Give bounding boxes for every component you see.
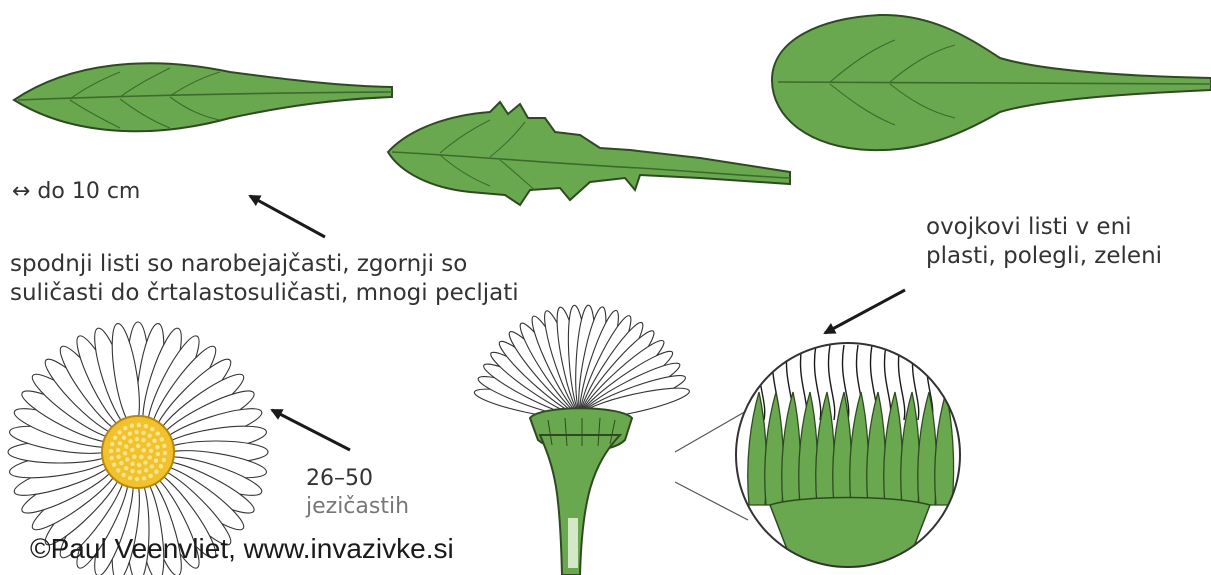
arrow-icon: [825, 290, 905, 333]
floret-dot: [124, 466, 128, 470]
floret-dot: [119, 461, 123, 465]
arrow-icon: [250, 196, 325, 237]
floret-dot: [116, 448, 120, 452]
leaf-obovate: [772, 15, 1211, 150]
bracts-description: ovojkovi listi v eni plasti, polegli, ze…: [926, 213, 1162, 271]
floret-dot: [124, 444, 128, 448]
leaves-description-line2: suličasti do črtalastosuličasti, mnogi p…: [10, 279, 519, 308]
floret-dot: [135, 437, 139, 441]
floret-dot: [125, 457, 129, 461]
floret-dot: [113, 435, 117, 439]
ray-count-line2: jezičastih: [306, 493, 409, 521]
size-note: ↔ do 10 cm: [12, 178, 140, 206]
floret-dot: [130, 462, 134, 466]
floret-dot: [121, 473, 125, 477]
floret-dot: [128, 476, 132, 480]
floret-dot: [155, 445, 159, 449]
floret-dot: [141, 438, 145, 442]
floret-dot: [137, 423, 141, 427]
floret-dot: [149, 449, 153, 453]
floret-dot: [135, 477, 139, 481]
floret-dot: [144, 424, 148, 428]
leaf-lanceolate: [14, 63, 392, 131]
leaves-description: spodnji listi so narobejajčasti, zgornji…: [10, 250, 519, 308]
floret-dot: [130, 469, 134, 473]
bracts-description-line1: ovojkovi listi v eni: [926, 213, 1162, 242]
floret-dot: [132, 455, 136, 459]
receptacle-stem: [770, 498, 930, 571]
floret-dot: [123, 426, 127, 430]
floret-dot: [109, 449, 113, 453]
floret-dot: [160, 437, 164, 441]
floret-dot: [130, 423, 134, 427]
floret-dot: [148, 455, 152, 459]
floret-dot: [122, 435, 126, 439]
zoom-connector: [675, 482, 748, 520]
leaves-description-line1: spodnji listi so narobejajčasti, zgornji…: [10, 250, 519, 279]
ray-count-label: 26–50 jezičastih: [306, 465, 409, 520]
floret-dot: [130, 448, 134, 452]
floret-dot: [136, 444, 140, 448]
floret-dot: [110, 442, 114, 446]
floret-dot: [159, 464, 163, 468]
floret-dot: [146, 442, 150, 446]
floret-dot: [116, 455, 120, 459]
floret-dot: [134, 430, 138, 434]
floret-dot: [128, 439, 132, 443]
floret-dot: [156, 452, 160, 456]
floret-dot: [154, 470, 158, 474]
floret-dot: [148, 434, 152, 438]
floret-dot: [123, 451, 127, 455]
floret-dot: [141, 431, 145, 435]
floret-dot: [163, 451, 167, 455]
floret-dot: [139, 455, 143, 459]
ray-count-line1: 26–50: [306, 465, 409, 493]
floret-dot: [162, 444, 166, 448]
floret-dot: [154, 459, 158, 463]
floret-dot: [109, 456, 113, 460]
floret-dot: [150, 464, 154, 468]
arrow-icon: [272, 410, 350, 450]
flower-side-view: [473, 305, 692, 575]
floret-dot: [162, 458, 166, 462]
floret-dot: [156, 431, 160, 435]
floret-dot: [148, 474, 152, 478]
floret-dot: [152, 439, 156, 443]
floret-dot: [118, 441, 122, 445]
floret-dot: [142, 476, 146, 480]
floret-dot: [143, 460, 147, 464]
floret-dot: [112, 462, 116, 466]
floret-dot: [117, 430, 121, 434]
bracts-zoom-circle: [736, 343, 960, 570]
copyright-credit: ©Paul Veenvliet, www.invazivke.si: [30, 531, 454, 566]
floret-dot: [142, 448, 146, 452]
bracts-description-line2: plasti, polegli, zeleni: [926, 242, 1162, 271]
floret-dot: [144, 468, 148, 472]
leaf-toothed: [388, 102, 790, 205]
floret-dot: [137, 463, 141, 467]
floret-dot: [128, 432, 132, 436]
floret-dot: [150, 427, 154, 431]
floret-dot: [137, 470, 141, 474]
floret-dot: [116, 468, 120, 472]
